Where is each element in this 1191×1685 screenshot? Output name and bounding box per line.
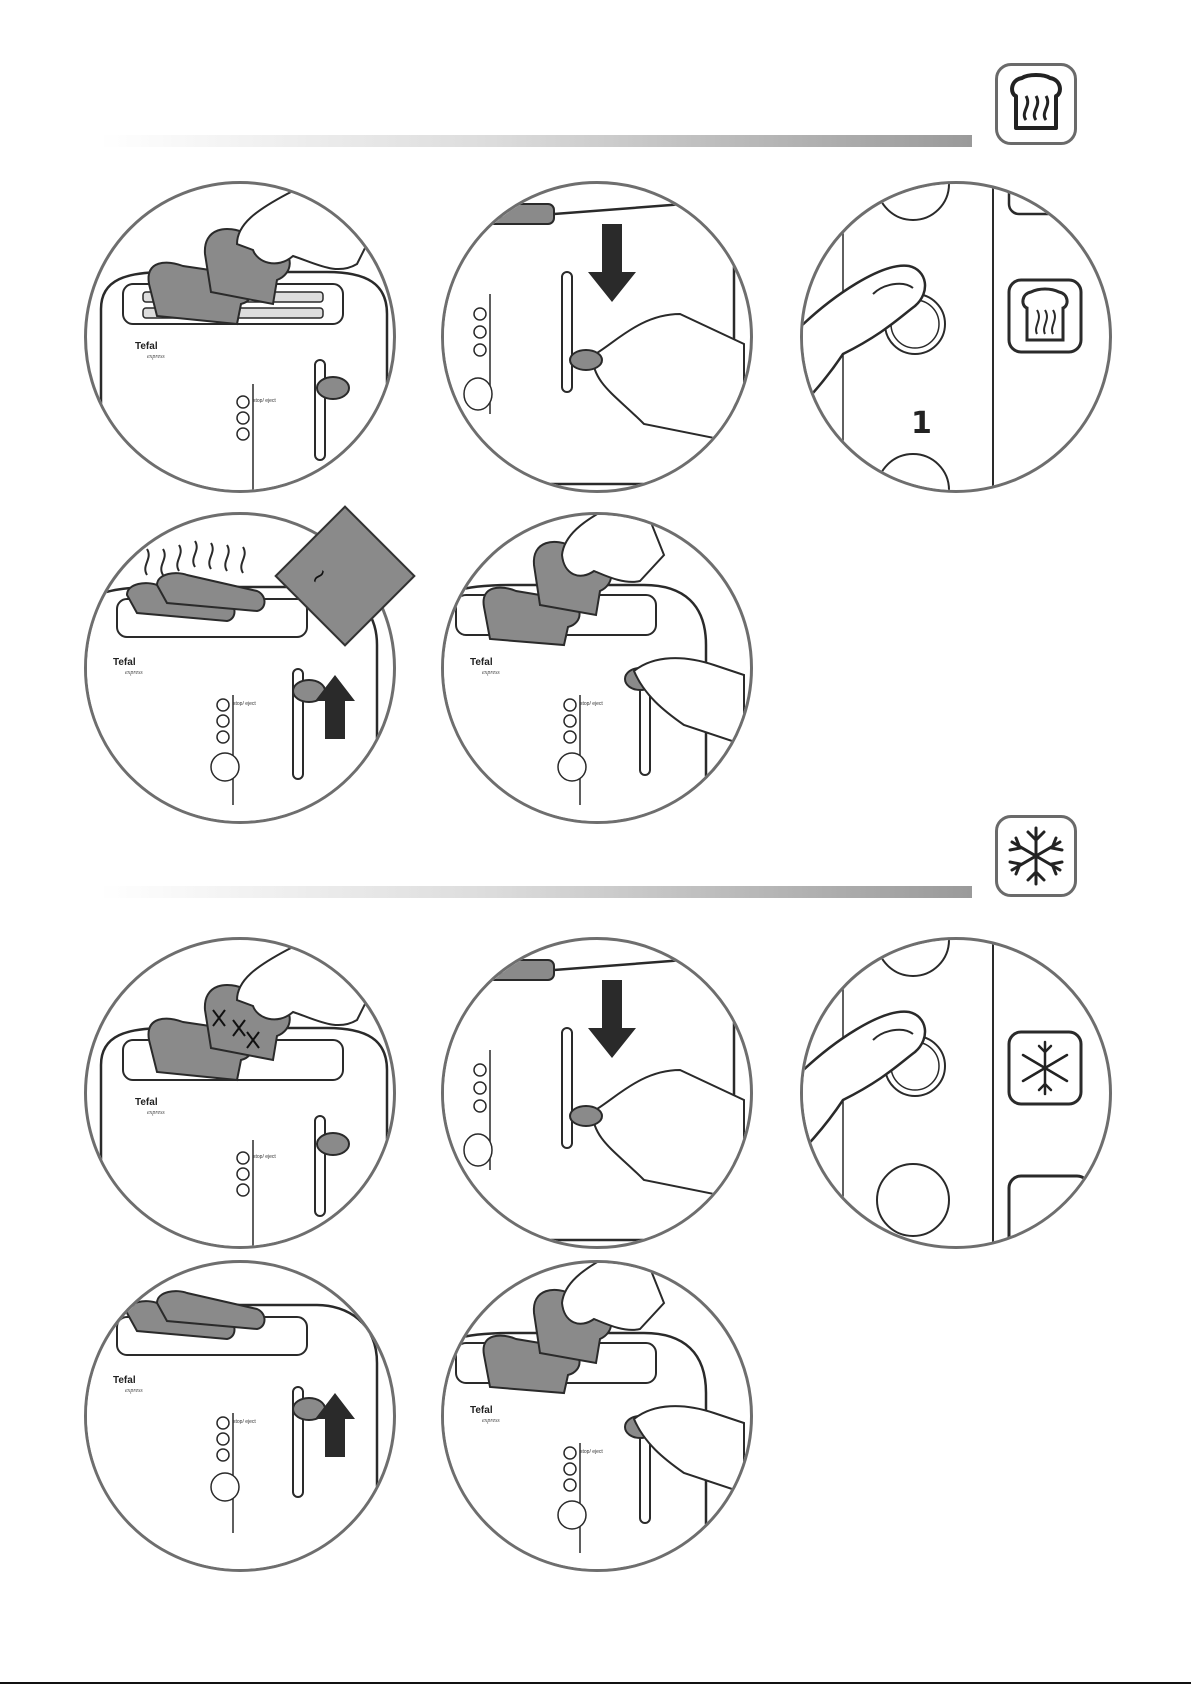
step-insert-bread: Tefal express stop/ eject xyxy=(84,181,396,493)
toaster-model-script: express xyxy=(147,1110,165,1116)
page-footer-rule xyxy=(0,1682,1191,1684)
toaster-model-script: express xyxy=(482,1418,500,1424)
snowflake-defrost-icon xyxy=(995,815,1077,897)
toaster-brand-logo: Tefal xyxy=(113,1375,136,1386)
toaster-brand-logo: Tefal xyxy=(135,341,158,352)
step-remove-toast-defrost: Tefal express stop/ eject xyxy=(441,1260,753,1572)
section-divider-defrost xyxy=(100,886,972,898)
stop-eject-label: stop/ eject xyxy=(580,701,603,707)
stop-eject-label: stop/ eject xyxy=(233,701,256,707)
toaster-model-script: express xyxy=(125,670,143,676)
step-push-lever-down xyxy=(441,181,753,493)
toaster-model-script: express xyxy=(125,1388,143,1394)
step-insert-frozen-bread: Tefal express stop/ eject xyxy=(84,937,396,1249)
step-toast-pops-up-defrost: Tefal express stop/ eject xyxy=(84,1260,396,1572)
toaster-model-script: express xyxy=(147,354,165,360)
toaster-model-script: express xyxy=(482,670,500,676)
step-remove-toast: Tefal express stop/ eject xyxy=(441,512,753,824)
section-divider-reheat xyxy=(100,135,972,147)
step-push-lever-down-defrost xyxy=(441,937,753,1249)
stop-eject-label: stop/ eject xyxy=(580,1449,603,1455)
stop-eject-label: stop/ eject xyxy=(233,1419,256,1425)
toaster-brand-logo: Tefal xyxy=(113,657,136,668)
step-press-reheat-button: 1 xyxy=(800,181,1112,493)
reheat-toast-icon xyxy=(995,63,1077,145)
toaster-brand-logo: Tefal xyxy=(470,657,493,668)
toaster-brand-logo: Tefal xyxy=(135,1097,158,1108)
button-step-number: 1 xyxy=(911,406,932,441)
stop-eject-label: stop/ eject xyxy=(253,398,276,404)
stop-eject-label: stop/ eject xyxy=(253,1154,276,1160)
step-press-defrost-button xyxy=(800,937,1112,1249)
toaster-brand-logo: Tefal xyxy=(470,1405,493,1416)
